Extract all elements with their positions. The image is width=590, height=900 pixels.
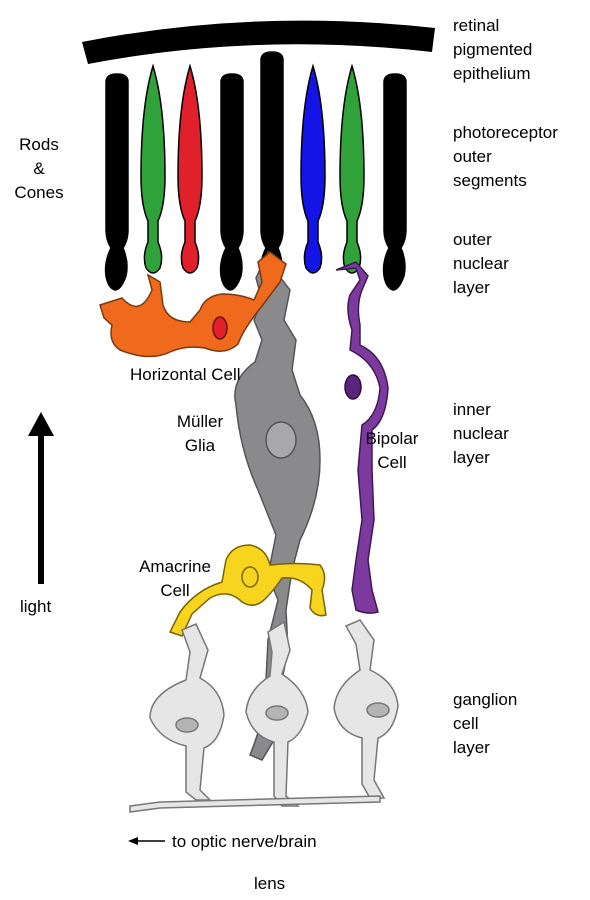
red-cone-3: [178, 66, 202, 273]
rod-1: [106, 74, 128, 290]
label-lens: lens: [254, 872, 285, 896]
ganglion-cell-middle: [246, 622, 308, 806]
label-light: light: [20, 595, 51, 619]
light-arrow: [28, 412, 54, 584]
optic-nerve-fibers: [130, 796, 380, 812]
bipolar-cell-nucleus: [345, 375, 361, 399]
label-horizontal-cell: Horizontal Cell: [130, 363, 241, 387]
rpe-band: [82, 21, 435, 64]
optic-nerve-arrow: [128, 837, 165, 845]
rod-4: [221, 74, 243, 290]
blue-cone-6: [301, 66, 325, 273]
ganglion-cell-right: [334, 620, 398, 798]
green-cone-2: [141, 66, 165, 273]
label-rods-cones: Rods&Cones: [8, 133, 70, 205]
green-cone-7: [340, 66, 364, 273]
rod-8: [384, 74, 406, 290]
photoreceptor-row: [106, 52, 406, 290]
amacrine-cell-nucleus: [242, 567, 258, 587]
horizontal-cell-nucleus: [213, 317, 227, 339]
label-optic-nerve: to optic nerve/brain: [172, 830, 317, 854]
muller-glia-nucleus: [266, 422, 296, 458]
ganglion-cell-left: [150, 624, 224, 800]
